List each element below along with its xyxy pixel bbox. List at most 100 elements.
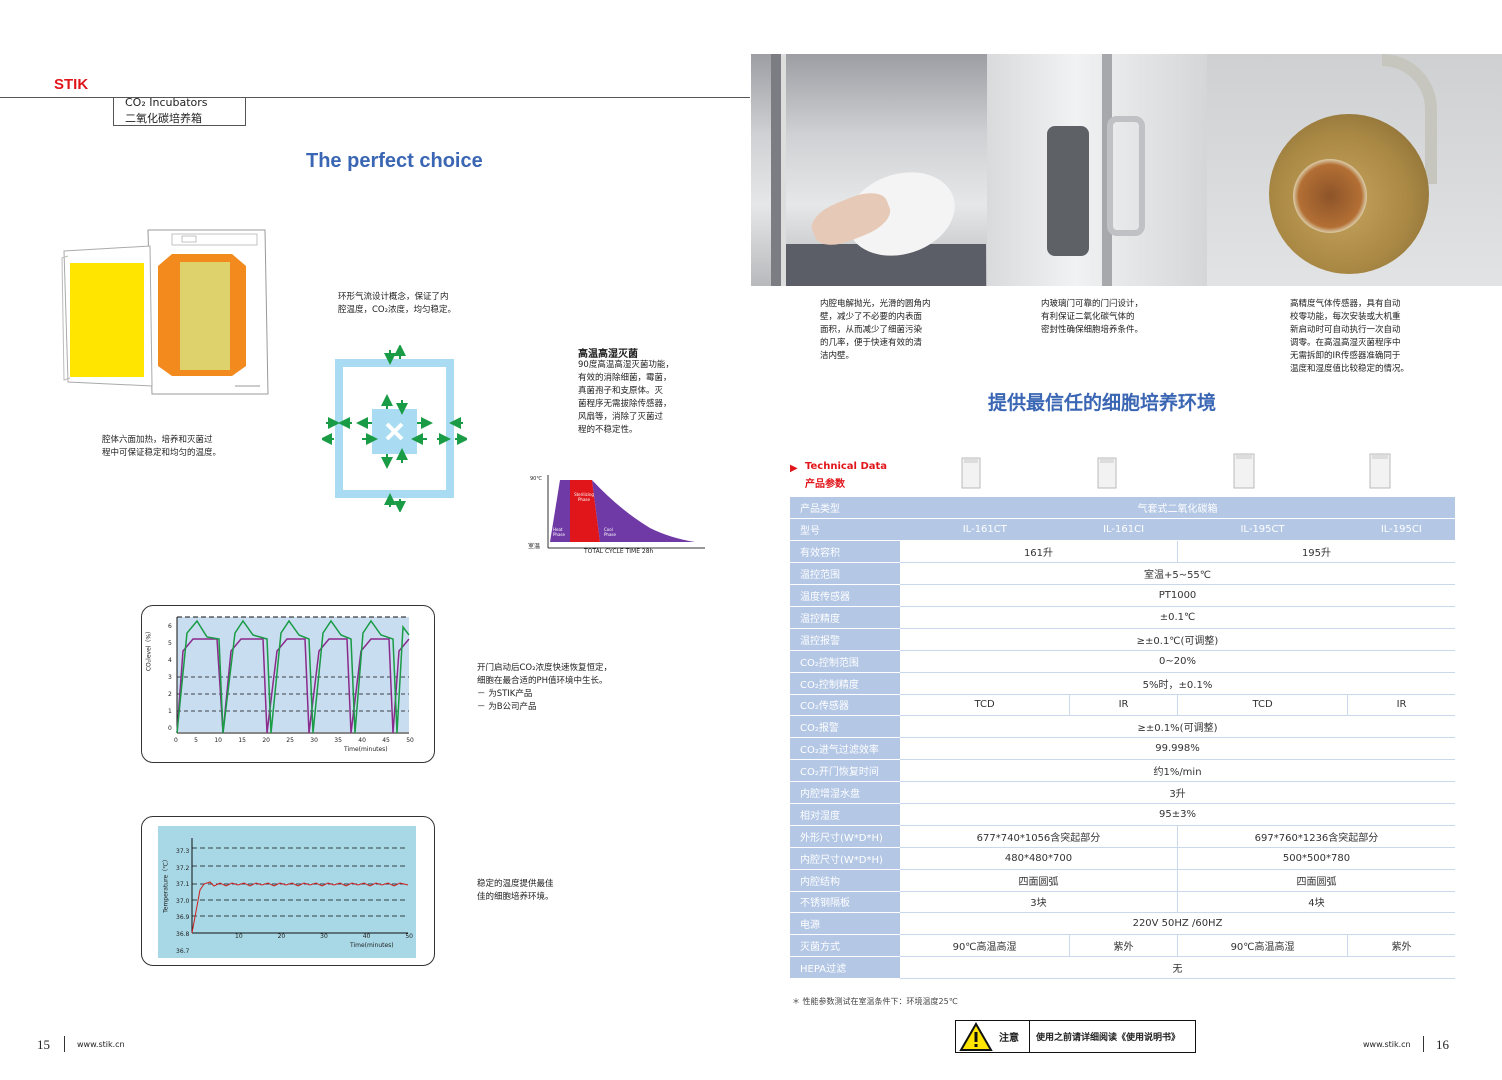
- table-cell: 220V 50HZ /60HZ: [900, 912, 1455, 936]
- table-cell: IR: [1347, 694, 1455, 717]
- table-cell: 677*740*1056含突起部分: [900, 825, 1178, 848]
- temp-y-axis-label: Temperature（℃）: [162, 856, 170, 913]
- table-cell: IR: [1069, 694, 1178, 717]
- table-cell: 500*500*780: [1177, 847, 1455, 870]
- table-row: 内腔结构四面圆弧四面圆弧: [790, 869, 1455, 892]
- table-row-label: 外形尺寸(W*D*H): [790, 825, 900, 848]
- table-cell: 紫外: [1347, 934, 1455, 958]
- warning-icon: [959, 1021, 993, 1051]
- table-row-label: CO₂传感器: [790, 694, 900, 717]
- table-cell: 3块: [900, 891, 1178, 914]
- sterilize-title: 高温高湿灭菌: [578, 349, 638, 360]
- co2-recovery-text: 开门启动后CO₂浓度快速恢复恒定，细胞在最合适的PH值环境中生长。 － 为STI…: [477, 663, 613, 712]
- table-cell: 90℃高温高湿: [900, 934, 1071, 958]
- table-row: 温控范围室温+5~55℃: [790, 562, 1455, 586]
- table-cell: 90℃高温高湿: [1177, 934, 1349, 958]
- notice-label: 注意: [999, 1033, 1019, 1044]
- website-left: www.stik.cn: [77, 1040, 125, 1049]
- product-name-en: CO₂ Incubators: [125, 96, 208, 109]
- table-cell: 5%时，±0.1%: [900, 672, 1455, 695]
- table-row-label: 温控精度: [790, 606, 900, 629]
- model-thumb-195ci: [1369, 453, 1391, 489]
- page-number-right: 16: [1436, 1037, 1449, 1052]
- table-row: CO₂报警≥±0.1%(可调整): [790, 715, 1455, 739]
- page-title: The perfect choice: [306, 150, 483, 172]
- temp-stable-text: 稳定的温度提供最佳佳的细胞培养环境。: [477, 879, 554, 902]
- table-cell: TCD: [900, 694, 1071, 717]
- model-thumb-161ci: [1097, 457, 1117, 489]
- footer-divider-left: [64, 1036, 65, 1052]
- table-cell: 480*480*700: [900, 847, 1178, 870]
- table-cell: 紫外: [1069, 934, 1178, 958]
- temperature-stability-chart: [158, 826, 416, 958]
- product-name-cn: 二氧化碳培养箱: [125, 112, 202, 125]
- table-row-label: CO₂进气过滤效率: [790, 737, 900, 761]
- notice-text: 使用之前请详细阅读《使用说明书》: [1036, 1033, 1181, 1043]
- table-row-label: 内腔增湿水盘: [790, 781, 900, 804]
- sterilize-y-bottom: 室温: [528, 543, 541, 550]
- caption-co2-sensor: 高精度气体传感器，具有自动校零功能，每次安装或大机重新启动时可自动执行一次自动 …: [1290, 299, 1410, 374]
- table-row-label: 有效容积: [790, 540, 900, 564]
- table-row-label: HEPA过滤: [790, 956, 900, 980]
- table-cell: 无: [900, 956, 1455, 980]
- table-cell: 3升: [900, 781, 1455, 804]
- co2-x-axis-label: Time(minutes): [344, 746, 388, 753]
- table-cell: ±0.1℃: [900, 606, 1455, 629]
- table-row-label: CO₂开门恢复时间: [790, 759, 900, 783]
- table-row-label: 温度传感器: [790, 584, 900, 607]
- table-row-label: 温控报警: [790, 628, 900, 651]
- tech-title-cn: 产品参数: [805, 479, 845, 490]
- table-row-label: 不锈钢隔板: [790, 891, 900, 914]
- co2-y-axis-label: CO₂level（%）: [145, 627, 153, 672]
- table-cell: 0~20%: [900, 650, 1455, 673]
- model-thumb-161ct: [961, 457, 981, 489]
- sterilize-phase-cool: Cool Phase: [604, 527, 616, 537]
- table-cell: 697*760*1236含突起部分: [1177, 825, 1455, 848]
- table-cell: PT1000: [900, 584, 1455, 607]
- brand-logo: STIK: [54, 76, 89, 93]
- page-number-left: 15: [37, 1037, 50, 1052]
- table-row-label: CO₂控制精度: [790, 672, 900, 695]
- table-row-label: 内腔尺寸(W*D*H): [790, 847, 900, 870]
- sterilize-cycle-chart: [547, 475, 705, 549]
- table-cell: 99.998%: [900, 737, 1455, 761]
- table-cell: 气套式二氧化碳箱: [900, 497, 1455, 520]
- table-row: 温控报警≥±0.1℃(可调整): [790, 628, 1455, 651]
- table-cell: 室温+5~55℃: [900, 562, 1455, 586]
- table-row-label: 温控范围: [790, 562, 900, 586]
- table-row-label: 相对湿度: [790, 803, 900, 826]
- footnote: ＊ 性能参数测试在室温条件下：环境温度25℃: [792, 997, 958, 1006]
- table-cell: 4块: [1177, 891, 1455, 914]
- table-cell: IL-161CT: [900, 518, 1070, 542]
- table-cell: 约1%/min: [900, 759, 1455, 783]
- table-row-label: 型号: [790, 518, 900, 542]
- table-cell: 四面圆弧: [1177, 869, 1455, 892]
- table-row: CO₂开门恢复时间约1%/min: [790, 759, 1455, 783]
- table-cell: IL-161CI: [1069, 518, 1178, 542]
- table-cell: 195升: [1177, 540, 1455, 564]
- table-row: 温控精度±0.1℃: [790, 606, 1455, 629]
- heating-text: 腔体六面加热，培养和灭菌过程中可保证稳定和均匀的温度。: [102, 435, 222, 458]
- right-heading: 提供最信任的细胞培养环境: [988, 392, 1217, 414]
- footer-divider-right: [1423, 1036, 1424, 1052]
- table-row: HEPA过滤无: [790, 956, 1455, 980]
- product-label-box: [113, 97, 246, 126]
- table-cell: IL-195CT: [1177, 518, 1348, 542]
- table-row-label: CO₂控制范围: [790, 650, 900, 673]
- model-thumb-195ct: [1233, 453, 1255, 489]
- table-row-label: 内腔结构: [790, 869, 900, 892]
- sterilize-phase-heat: Heat Phase: [553, 527, 565, 537]
- table-row-label: 灭菌方式: [790, 934, 900, 958]
- website-right: www.stik.cn: [1363, 1040, 1411, 1049]
